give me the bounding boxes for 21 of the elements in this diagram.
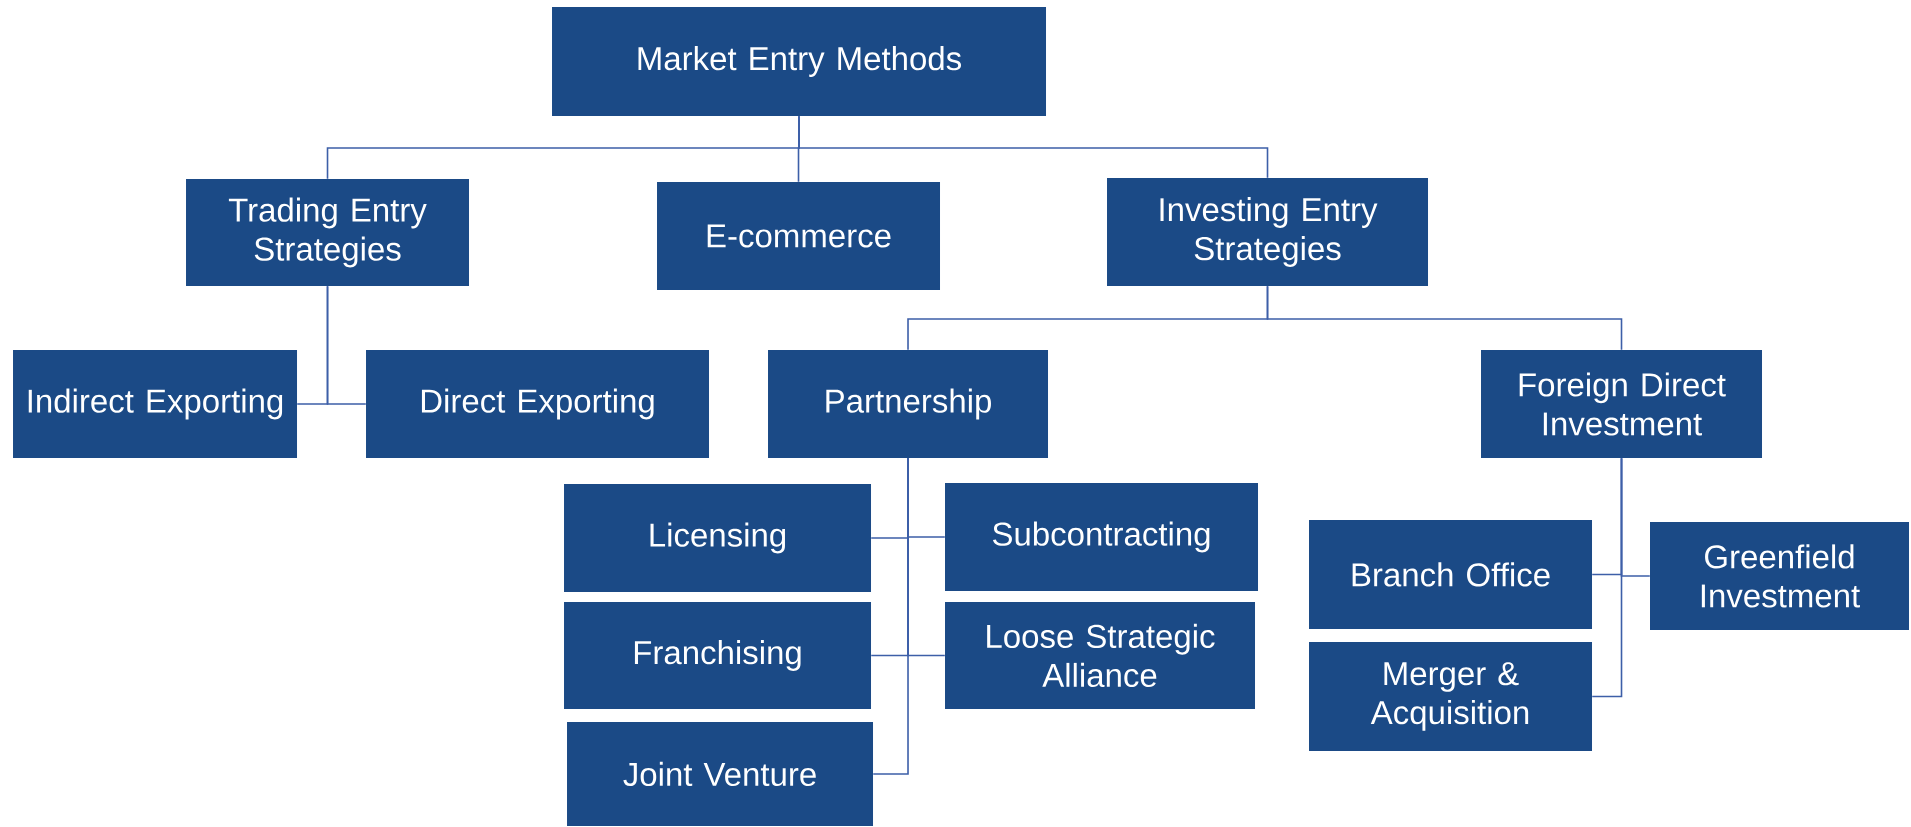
- org-box: Market Entry Methods: [552, 7, 1046, 116]
- org-box: Franchising: [564, 602, 871, 709]
- connector-line: [1266, 285, 1623, 351]
- org-box: Partnership: [768, 350, 1048, 458]
- org-box: Joint Venture: [567, 722, 873, 826]
- org-box: Merger & Acquisition: [1309, 642, 1592, 751]
- org-box: Indirect Exporting: [13, 350, 297, 458]
- org-box: Loose Strategic Alliance: [945, 602, 1255, 709]
- org-box: Greenfield Investment: [1650, 522, 1909, 630]
- org-box: Trading Entry Strategies: [186, 179, 469, 286]
- org-box: Foreign Direct Investment: [1481, 350, 1762, 458]
- org-box: Subcontracting: [945, 483, 1258, 591]
- connector-line: [872, 457, 909, 775]
- org-box: Investing Entry Strategies: [1107, 178, 1428, 286]
- connector-line: [798, 115, 1269, 179]
- connector-line: [326, 285, 367, 405]
- org-box: Direct Exporting: [366, 350, 709, 458]
- org-box: Licensing: [564, 484, 871, 592]
- org-box: Branch Office: [1309, 520, 1592, 629]
- org-box: E-commerce: [657, 182, 940, 290]
- connector-line: [1591, 457, 1623, 698]
